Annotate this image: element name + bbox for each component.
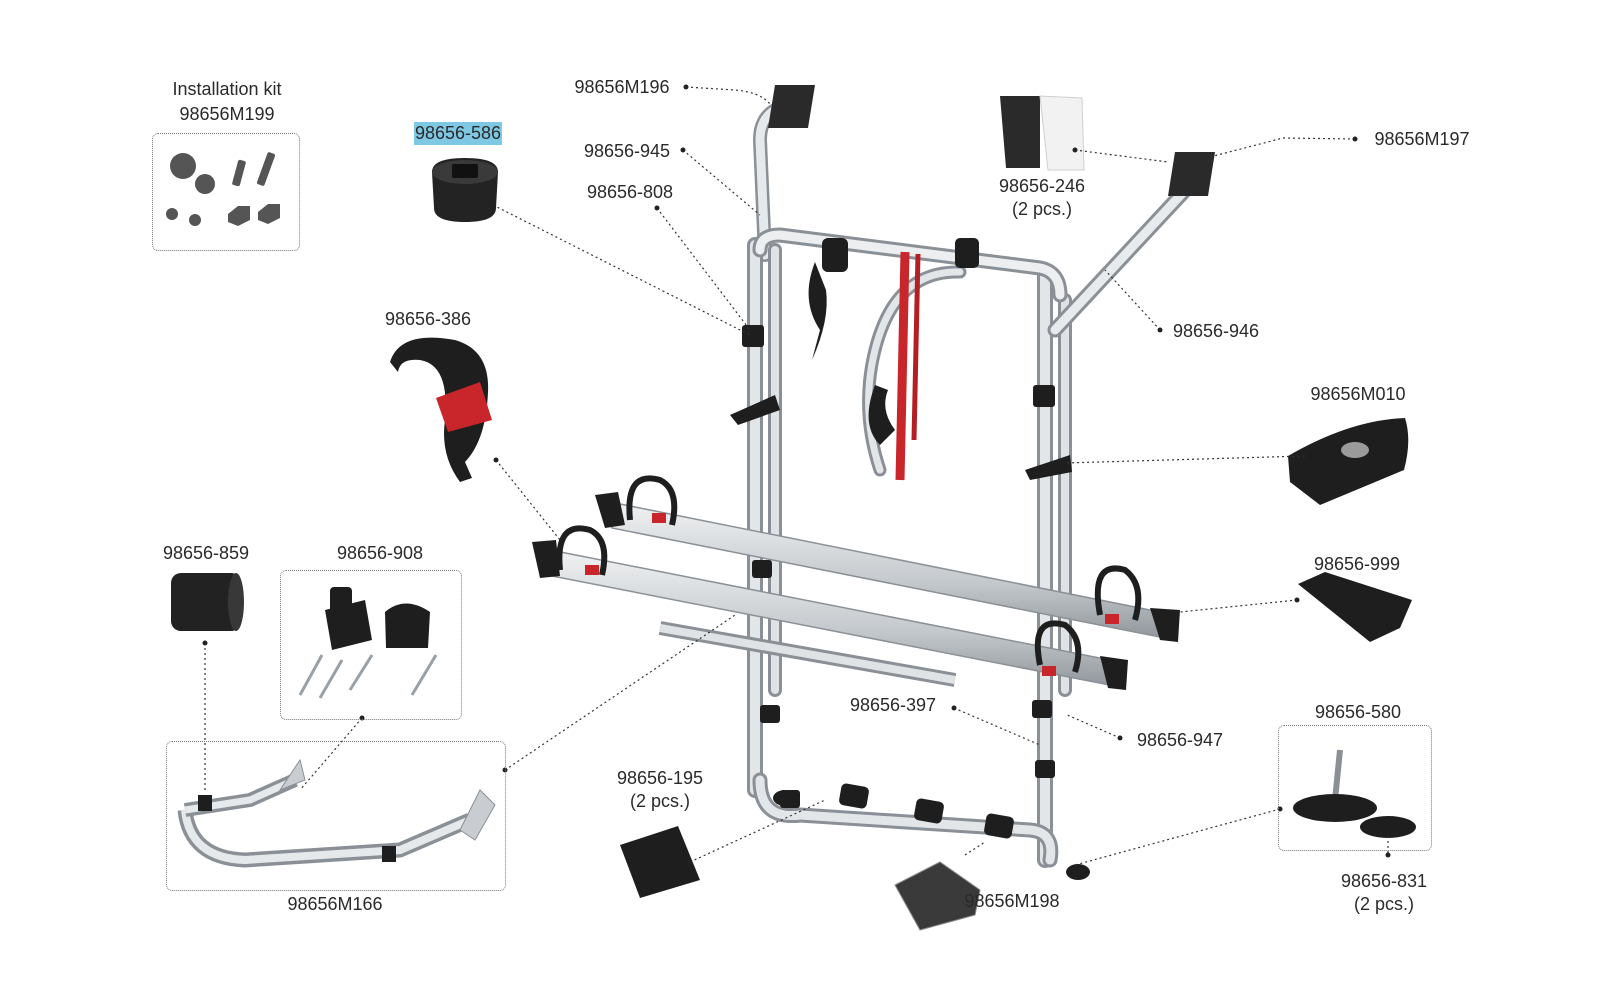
brace-98656M166-box	[166, 741, 506, 891]
part-label-98656-946[interactable]: 98656-946	[1172, 321, 1260, 341]
red-safety-strap	[895, 251, 910, 481]
part-quantity: (2 pcs.)	[1353, 894, 1414, 914]
part-label-98656-246[interactable]: 98656-246 (2 pcs.)	[999, 175, 1085, 221]
part-code: 98656-195	[616, 768, 704, 788]
part-label-98656-808[interactable]: 98656-808	[586, 182, 674, 202]
kit-98656-908	[298, 587, 438, 699]
mount-plate-98656M197	[1168, 152, 1215, 196]
installation-kit-box	[152, 133, 300, 251]
mount-plate-98656M196	[768, 85, 815, 128]
clamp-98656M198	[894, 861, 981, 931]
part-quantity: (2 pcs.)	[629, 791, 690, 811]
part-label-98656-999[interactable]: 98656-999	[1313, 554, 1401, 574]
carrier-frame	[747, 98, 1198, 868]
part-label-98656-908[interactable]: 98656-908	[336, 543, 424, 563]
part-label-98656-831[interactable]: 98656-831 (2 pcs.)	[1341, 870, 1427, 916]
strap-98656-386	[390, 337, 492, 482]
bracket-98656M010	[1288, 418, 1409, 505]
cap-98656-586	[432, 158, 498, 222]
part-label-98656-859[interactable]: 98656-859	[162, 543, 250, 563]
foot-98656-580-box	[1278, 725, 1432, 851]
brace-98656M166	[177, 758, 496, 868]
install-kit-icons	[166, 152, 280, 226]
kit-98656-908-box	[280, 570, 462, 720]
end-cap-98656-999	[1298, 572, 1412, 642]
bottom-bar-98656M198	[839, 783, 1014, 839]
sleeve-98656-195	[620, 826, 700, 898]
pads-98656-246	[1000, 95, 1085, 171]
leader-lines	[204, 86, 1389, 866]
part-quantity: (2 pcs.)	[1011, 199, 1072, 219]
part-label-98656-945[interactable]: 98656-945	[583, 141, 671, 161]
wheel-rails	[532, 475, 1180, 690]
installation-kit-code-label[interactable]: 98656M199	[179, 104, 275, 124]
part-label-98656M197[interactable]: 98656M197	[1374, 129, 1470, 149]
part-label-98656-586-selected[interactable]: 98656-586	[413, 122, 503, 145]
frame-holder-clamps	[730, 238, 1090, 880]
part-label-98656-580[interactable]: 98656-580	[1314, 702, 1402, 722]
part-label-98656-947[interactable]: 98656-947	[1136, 730, 1224, 750]
foot-98656-580	[1293, 749, 1416, 838]
part-label-98656-195[interactable]: 98656-195 (2 pcs.)	[617, 767, 703, 813]
part-label-98656-397[interactable]: 98656-397	[849, 695, 937, 715]
part-label-98656-386[interactable]: 98656-386	[384, 309, 472, 329]
part-code: 98656-831	[1340, 871, 1428, 891]
leader-dots	[202, 84, 1391, 865]
part-code: 98656-246	[998, 176, 1086, 196]
part-label-98656M198[interactable]: 98656M198	[964, 891, 1060, 911]
sleeve-98656-859	[171, 573, 244, 631]
installation-kit-title: Installation kit	[172, 79, 282, 99]
part-label-98656M196[interactable]: 98656M196	[574, 77, 670, 97]
part-label-98656M010[interactable]: 98656M010	[1310, 384, 1406, 404]
part-label-98656M166[interactable]: 98656M166	[287, 894, 383, 914]
